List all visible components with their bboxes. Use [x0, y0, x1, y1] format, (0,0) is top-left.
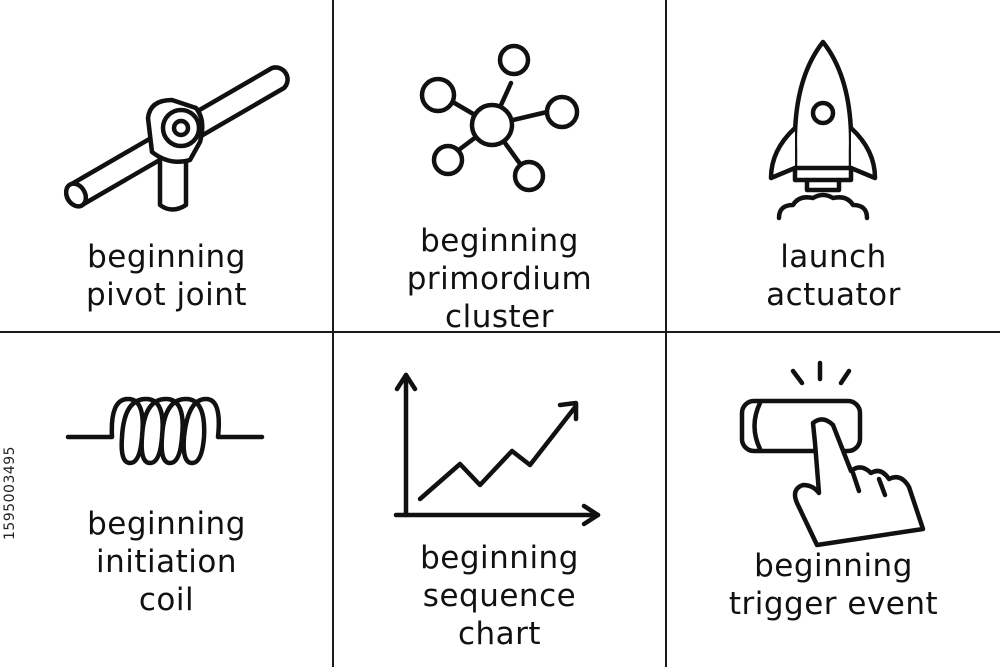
label-line: pivot joint [85, 277, 248, 313]
label-line: beginning [420, 223, 579, 259]
sequence-chart-label: beginning sequence chart [334, 539, 665, 653]
primordium-cluster-label: beginning primordium cluster [334, 222, 665, 336]
label-line: launch [780, 239, 887, 275]
label-line: coil [138, 582, 195, 618]
cell-trigger-event: beginning trigger event [667, 333, 1000, 667]
grid-divider-vertical [332, 0, 334, 667]
label-line: chart [457, 616, 542, 652]
pivot-joint-label: beginning pivot joint [0, 238, 333, 314]
initiation-coil-label: beginning initiation coil [0, 505, 333, 619]
label-line: trigger event [728, 586, 939, 622]
trigger-event-label: beginning trigger event [667, 547, 1000, 623]
label-line: actuator [766, 277, 901, 313]
label-line: primordium [406, 261, 593, 297]
cell-initiation-coil: beginning initiation coil [0, 333, 333, 667]
label-line: beginning [420, 540, 579, 576]
label-line: beginning [87, 239, 246, 275]
coil-icon [65, 396, 265, 466]
molecule-cluster-icon [419, 43, 580, 193]
launch-actuator-label: launch actuator [667, 238, 1000, 314]
line-chart-icon [393, 372, 601, 527]
pivot-joint-icon [63, 65, 290, 212]
grid-divider-horizontal [0, 331, 1000, 333]
cell-pivot-joint: beginning pivot joint [0, 0, 333, 331]
press-button-icon [739, 360, 926, 548]
label-line: initiation [95, 544, 238, 580]
label-line: sequence [422, 578, 577, 614]
cell-sequence-chart: beginning sequence chart [334, 333, 665, 667]
cell-primordium-cluster: beginning primordium cluster [334, 0, 665, 335]
rocket-icon [768, 39, 878, 221]
label-line: beginning [754, 548, 913, 584]
grid-divider-vertical [665, 0, 667, 667]
label-line: cluster [445, 299, 554, 335]
cell-launch-actuator: launch actuator [667, 0, 1000, 331]
label-line: beginning [87, 506, 246, 542]
